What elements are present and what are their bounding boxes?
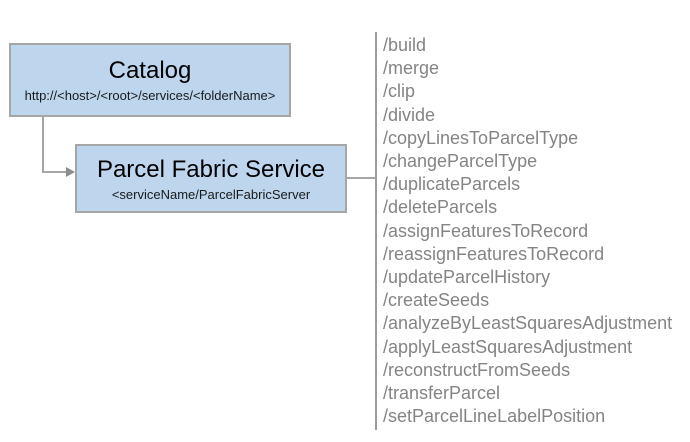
endpoint-item-clip: /clip (383, 81, 416, 102)
catalog-box: Catalog http://<host>/<root>/services/<f… (9, 43, 291, 117)
endpoint-item-assign-features-to-record: /assignFeaturesToRecord (383, 220, 589, 241)
endpoint-item-reconstruct-from-seeds: /reconstructFromSeeds (383, 359, 571, 380)
endpoint-item-change-parcel-type: /changeParcelType (383, 151, 538, 172)
endpoint-item-copy-lines-to-parcel-type: /copyLinesToParcelType (383, 127, 579, 148)
endpoint-item-analyze-by-least-squares-adjustment: /analyzeByLeastSquaresAdjustment (383, 313, 673, 334)
catalog-to-service-connector-vertical (42, 117, 44, 173)
endpoint-item-merge: /merge (383, 58, 440, 79)
endpoint-item-create-seeds: /createSeeds (383, 290, 490, 311)
catalog-to-service-connector-horizontal (42, 171, 67, 173)
service-subtitle: <serviceName/ParcelFabricServer (111, 186, 311, 202)
endpoint-item-duplicate-parcels: /duplicateParcels (383, 174, 521, 195)
endpoint-item-transfer-parcel: /transferParcel (383, 383, 501, 404)
connector-arrowhead-icon (66, 167, 75, 177)
endpoint-item-update-parcel-history: /updateParcelHistory (383, 267, 551, 288)
parcel-fabric-service-box: Parcel Fabric Service <serviceName/Parce… (75, 144, 347, 213)
service-title: Parcel Fabric Service (96, 155, 326, 183)
endpoint-item-divide: /divide (383, 104, 436, 125)
endpoint-list-divider-line (375, 32, 377, 430)
endpoint-item-apply-least-squares-adjustment: /applyLeastSquaresAdjustment (383, 336, 633, 357)
catalog-url: http://<host>/<root>/services/<folderNam… (24, 88, 276, 104)
endpoint-item-build: /build (383, 35, 427, 55)
endpoint-item-set-parcel-line-label-position: /setParcelLineLabelPosition (383, 406, 606, 427)
endpoint-item-reassign-features-to-record: /reassignFeaturesToRecord (383, 243, 605, 264)
service-to-endpoints-connector (347, 177, 375, 179)
catalog-title: Catalog (108, 57, 192, 85)
endpoint-item-delete-parcels: /deleteParcels (383, 197, 498, 218)
endpoint-list: /build /merge /clip /divide /copyLinesTo… (383, 34, 672, 428)
